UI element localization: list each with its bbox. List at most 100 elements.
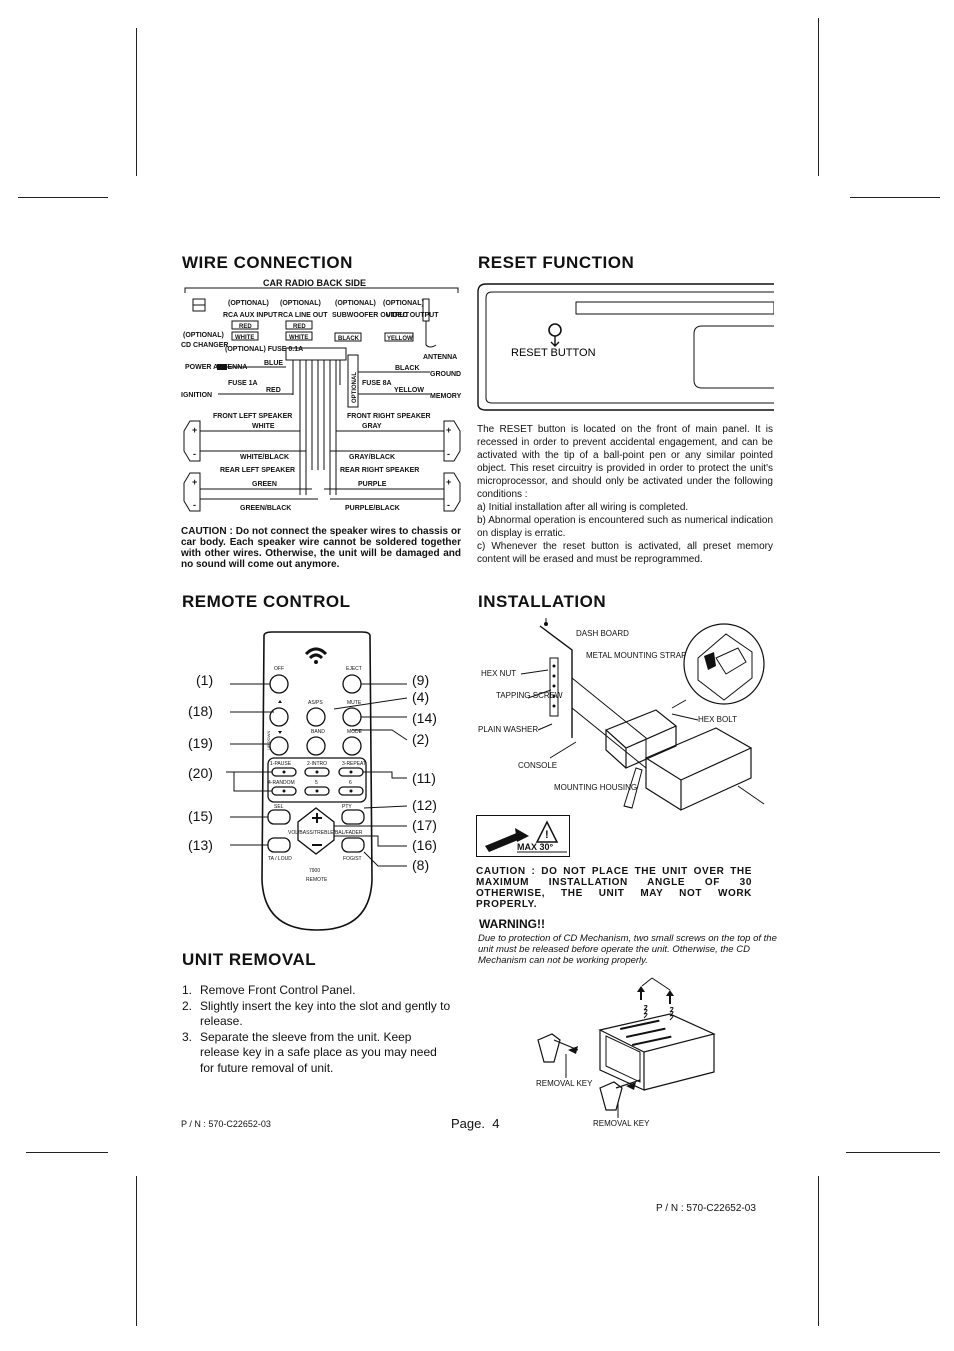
- callout-20: (20): [188, 765, 213, 781]
- svg-text:2-INTRO: 2-INTRO: [307, 761, 327, 767]
- removal-step: 1.Remove Front Control Panel.: [182, 983, 356, 997]
- white-wire-label: WHITE: [252, 423, 275, 430]
- svg-text:MUTE: MUTE: [347, 700, 362, 706]
- hex-bolt-label: HEX BOLT: [698, 715, 737, 724]
- gray-black-label: GRAY/BLACK: [349, 454, 395, 461]
- part-number: P / N : 570-C22652-03: [181, 1119, 271, 1129]
- svg-text:(OPTIONAL): (OPTIONAL): [228, 300, 269, 307]
- svg-text:EJECT: EJECT: [346, 666, 362, 672]
- callout-13: (13): [188, 837, 213, 853]
- removal-step: 2.Slightly insert the key into the slot …: [182, 998, 451, 1029]
- svg-text:1-PAUSE: 1-PAUSE: [270, 761, 292, 767]
- svg-text:TA / LOUD: TA / LOUD: [268, 856, 292, 862]
- blue-wire-label: BLUE: [264, 360, 283, 367]
- unit-removal-diagram: [537, 977, 716, 1118]
- crop-mark: [818, 1176, 819, 1326]
- removal-step: 3.Separate the sleeve from the unit. Kee…: [182, 1029, 437, 1075]
- cd-changer-label: CD CHANGER: [181, 342, 228, 349]
- remote-control-diagram: OFF EJECT AS/PS MUTE BAND MODE 1-PAUSE 2…: [226, 631, 408, 931]
- installation-title: INSTALLATION: [478, 592, 607, 611]
- svg-text:OFF: OFF: [274, 666, 284, 672]
- svg-text:7900: 7900: [309, 868, 320, 874]
- page-number: Page. 4: [451, 1116, 500, 1131]
- svg-text:MODE: MODE: [347, 729, 363, 735]
- reset-panel-diagram: RESET BUTTON: [477, 283, 774, 411]
- purple-wire-label: PURPLE: [358, 481, 387, 488]
- removal-steps: 1.Remove Front Control Panel. 2.Slightly…: [182, 983, 452, 1076]
- callout-19: (19): [188, 735, 213, 751]
- removal-key-label-1: REMOVAL KEY: [536, 1079, 593, 1088]
- svg-text:!: !: [545, 829, 549, 841]
- svg-text:PTY: PTY: [342, 804, 352, 810]
- optional-label: (OPTIONAL): [183, 332, 224, 339]
- unit-removal-title: UNIT REMOVAL: [182, 950, 317, 969]
- warning-title: WARNING!!: [479, 917, 545, 931]
- callout-15: (15): [188, 808, 213, 824]
- reset-condition-c: c) Whenever the reset button is activate…: [477, 541, 773, 565]
- crop-mark: [818, 18, 819, 176]
- memory-label: MEMORY: [430, 393, 462, 400]
- metal-strap-label: METAL MOUNTING STRAP: [586, 651, 686, 660]
- svg-text:AS/PS: AS/PS: [308, 700, 323, 706]
- svg-text:6: 6: [349, 780, 352, 786]
- svg-text:BLACK: BLACK: [338, 336, 360, 342]
- optional-vertical-label: OPTIONAL: [352, 372, 358, 403]
- power-antenna-label: POWER ANTENNA: [185, 364, 247, 371]
- svg-text:BAND: BAND: [311, 729, 325, 735]
- angle-warning-box: ! MAX 30°: [476, 815, 570, 857]
- mounting-housing-label: MOUNTING HOUSING: [554, 783, 637, 792]
- car-radio-back-side-label: CAR RADIO BACK SIDE: [263, 278, 366, 288]
- callout-12: (12): [412, 797, 437, 813]
- remote-control-title: REMOTE CONTROL: [182, 592, 351, 611]
- svg-text:+: +: [192, 425, 197, 435]
- callout-2: (2): [412, 731, 430, 747]
- svg-text:+: +: [192, 477, 197, 487]
- svg-text:-: -: [447, 449, 450, 459]
- svg-text:UP/DOWN: UP/DOWN: [266, 731, 271, 750]
- gray-wire-label: GRAY: [362, 423, 382, 430]
- svg-text:YELLOW: YELLOW: [387, 336, 413, 342]
- installation-caution: CAUTION : DO NOT PLACE THE UNIT OVER THE…: [476, 866, 752, 910]
- svg-text:VOL/BASS/TREBLE/BAL/FADER: VOL/BASS/TREBLE/BAL/FADER: [288, 830, 363, 836]
- front-left-speaker-label: FRONT LEFT SPEAKER: [213, 413, 292, 420]
- crop-mark: [26, 1152, 108, 1153]
- crop-mark: [18, 197, 108, 198]
- video-output-label: VIDEO OUTPUT: [386, 312, 439, 319]
- tapping-screw-label: TAPPING SCREW: [496, 691, 563, 700]
- plain-washer-label: PLAIN WASHER: [478, 725, 538, 734]
- ground-label: GROUND: [430, 371, 461, 378]
- svg-text:-: -: [447, 500, 450, 510]
- crop-mark: [136, 28, 137, 176]
- svg-text:(OPTIONAL): (OPTIONAL): [335, 300, 376, 307]
- rear-left-speaker-label: REAR LEFT SPEAKER: [220, 467, 295, 474]
- rca-aux-input-label: RCA AUX INPUT: [223, 312, 278, 319]
- reset-condition-b: b) Abnormal operation is encountered suc…: [477, 515, 773, 539]
- svg-text:+: +: [446, 425, 451, 435]
- console-label: CONSOLE: [518, 761, 557, 770]
- front-right-speaker-label: FRONT RIGHT SPEAKER: [347, 413, 431, 420]
- yellow-wire-label: YELLOW: [394, 387, 424, 394]
- reset-function-title: RESET FUNCTION: [478, 253, 635, 272]
- optional-fuse-label: (OPTIONAL) FUSE 0.1A: [225, 346, 303, 353]
- installation-diagram: DASH BOARD METAL MOUNTING STRAP HEX NUT …: [478, 618, 765, 811]
- black-wire-label: BLACK: [395, 365, 420, 372]
- svg-text:RED: RED: [239, 324, 252, 330]
- svg-text:3-REPEAT: 3-REPEAT: [342, 761, 366, 767]
- reset-condition-a: a) Initial installation after all wiring…: [477, 502, 689, 513]
- callout-17: (17): [412, 817, 437, 833]
- svg-text:(OPTIONAL): (OPTIONAL): [280, 300, 321, 307]
- white-black-label: WHITE/BLACK: [240, 454, 289, 461]
- callout-16: (16): [412, 837, 437, 853]
- svg-text:RED: RED: [293, 324, 306, 330]
- wire-caution: CAUTION : Do not connect the speaker wir…: [181, 526, 461, 570]
- svg-text:4-RANDOM: 4-RANDOM: [268, 780, 295, 786]
- svg-text:WHITE: WHITE: [235, 335, 254, 341]
- green-black-label: GREEN/BLACK: [240, 505, 291, 512]
- green-wire-label: GREEN: [252, 481, 277, 488]
- fuse-8a-label: FUSE 8A: [362, 380, 392, 387]
- crop-mark: [846, 1152, 940, 1153]
- fuse-1a-label: FUSE 1A: [228, 380, 258, 387]
- rca-line-out-label: RCA LINE OUT: [278, 312, 328, 319]
- purple-black-label: PURPLE/BLACK: [345, 505, 400, 512]
- callout-18: (18): [188, 703, 213, 719]
